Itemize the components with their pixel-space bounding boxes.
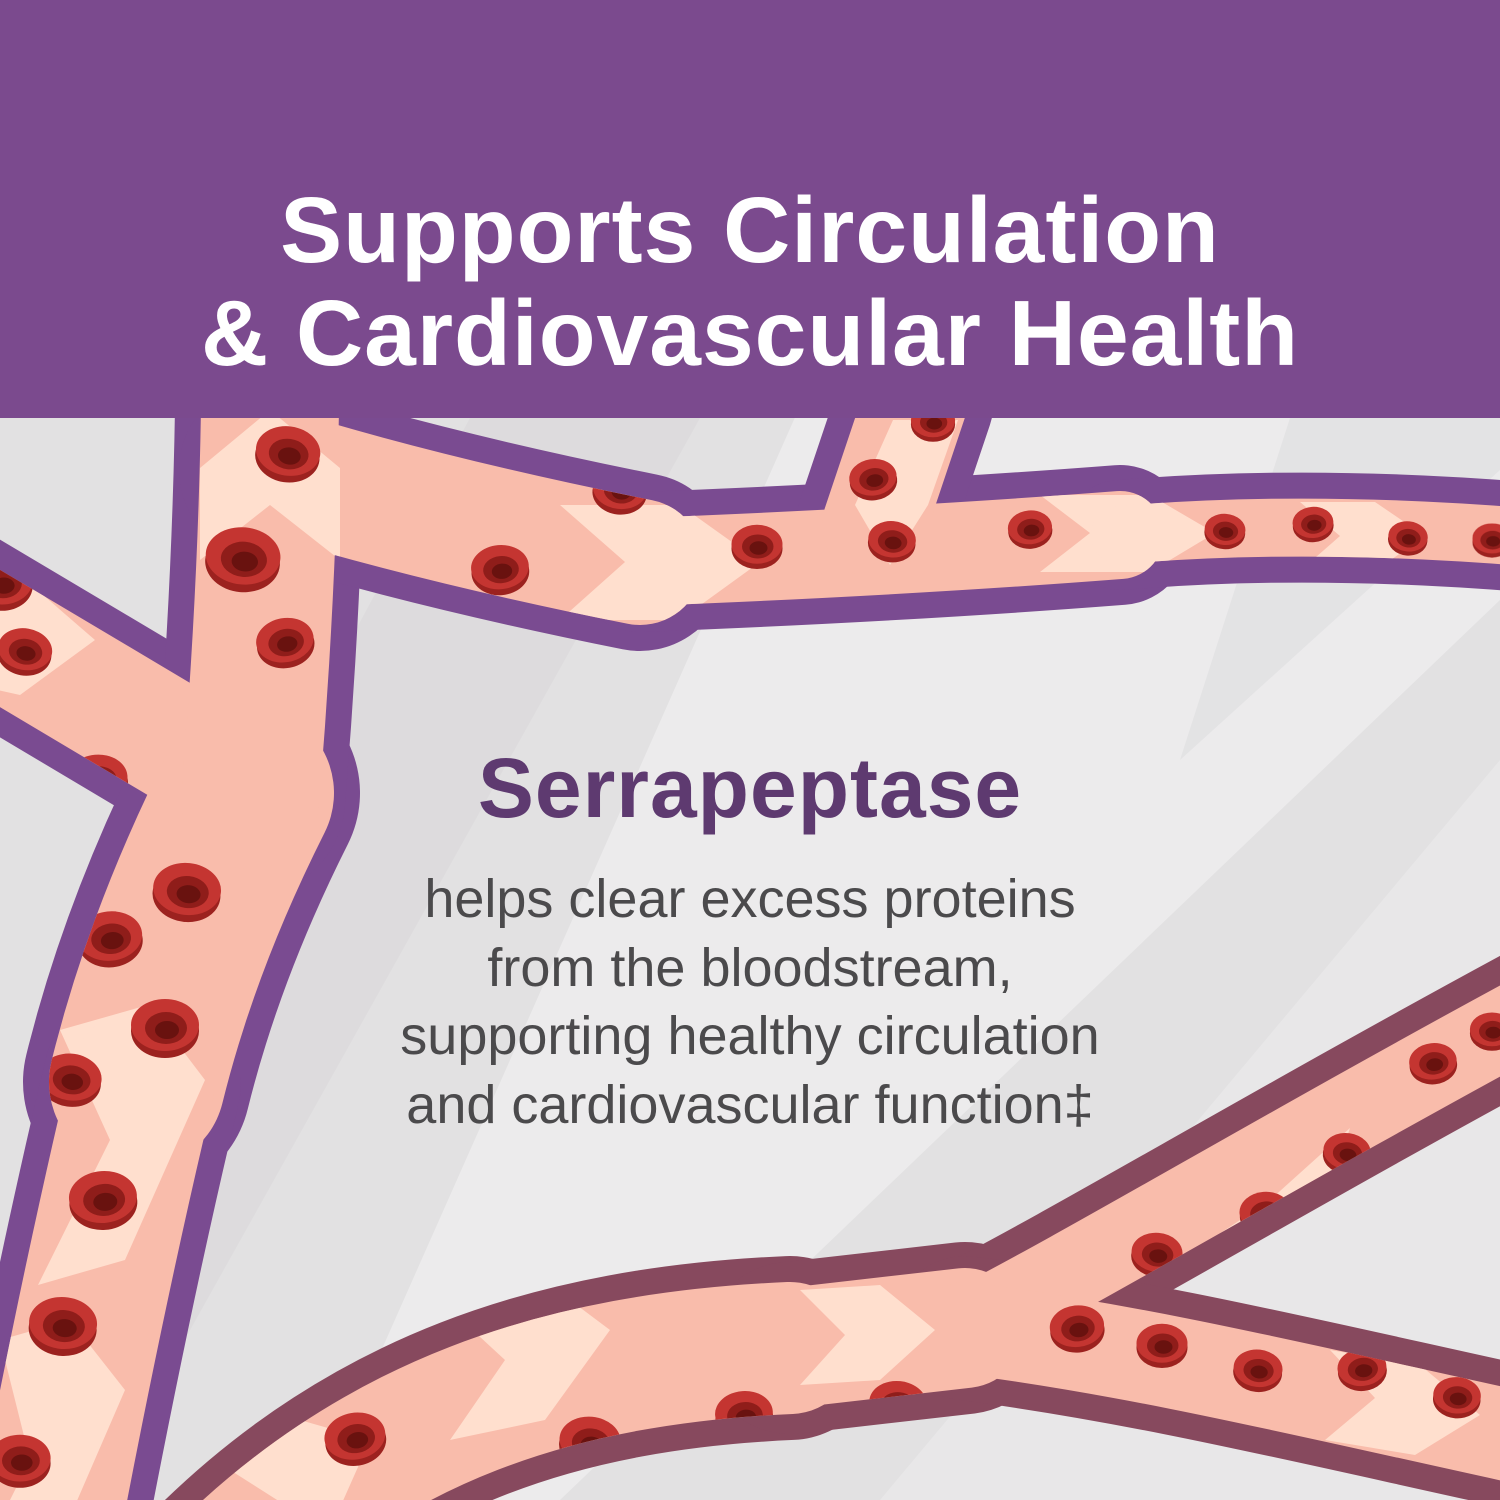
title-line-2: & Cardiovascular Health [200,280,1300,385]
ingredient-heading: Serrapeptase [477,741,1023,835]
title-line-1: Supports Circulation [280,178,1220,283]
description-line-4: and cardiovascular function‡ [406,1074,1094,1135]
header-banner: Supports Circulation & Cardiovascular He… [0,0,1500,418]
description-line-1: helps clear excess proteins [424,869,1076,929]
ingredient-description: helps clear excess proteins from the blo… [0,865,1500,1139]
body-copy: Serrapeptase helps clear excess proteins… [0,740,1500,1139]
bottom-vessel-contents [230,1012,1500,1500]
top-vessel-contents [0,403,1500,1500]
description-line-3: supporting healthy circulation [400,1006,1100,1067]
page-title: Supports Circulation & Cardiovascular He… [201,179,1299,384]
description-line-2: from the bloodstream, [487,937,1013,998]
